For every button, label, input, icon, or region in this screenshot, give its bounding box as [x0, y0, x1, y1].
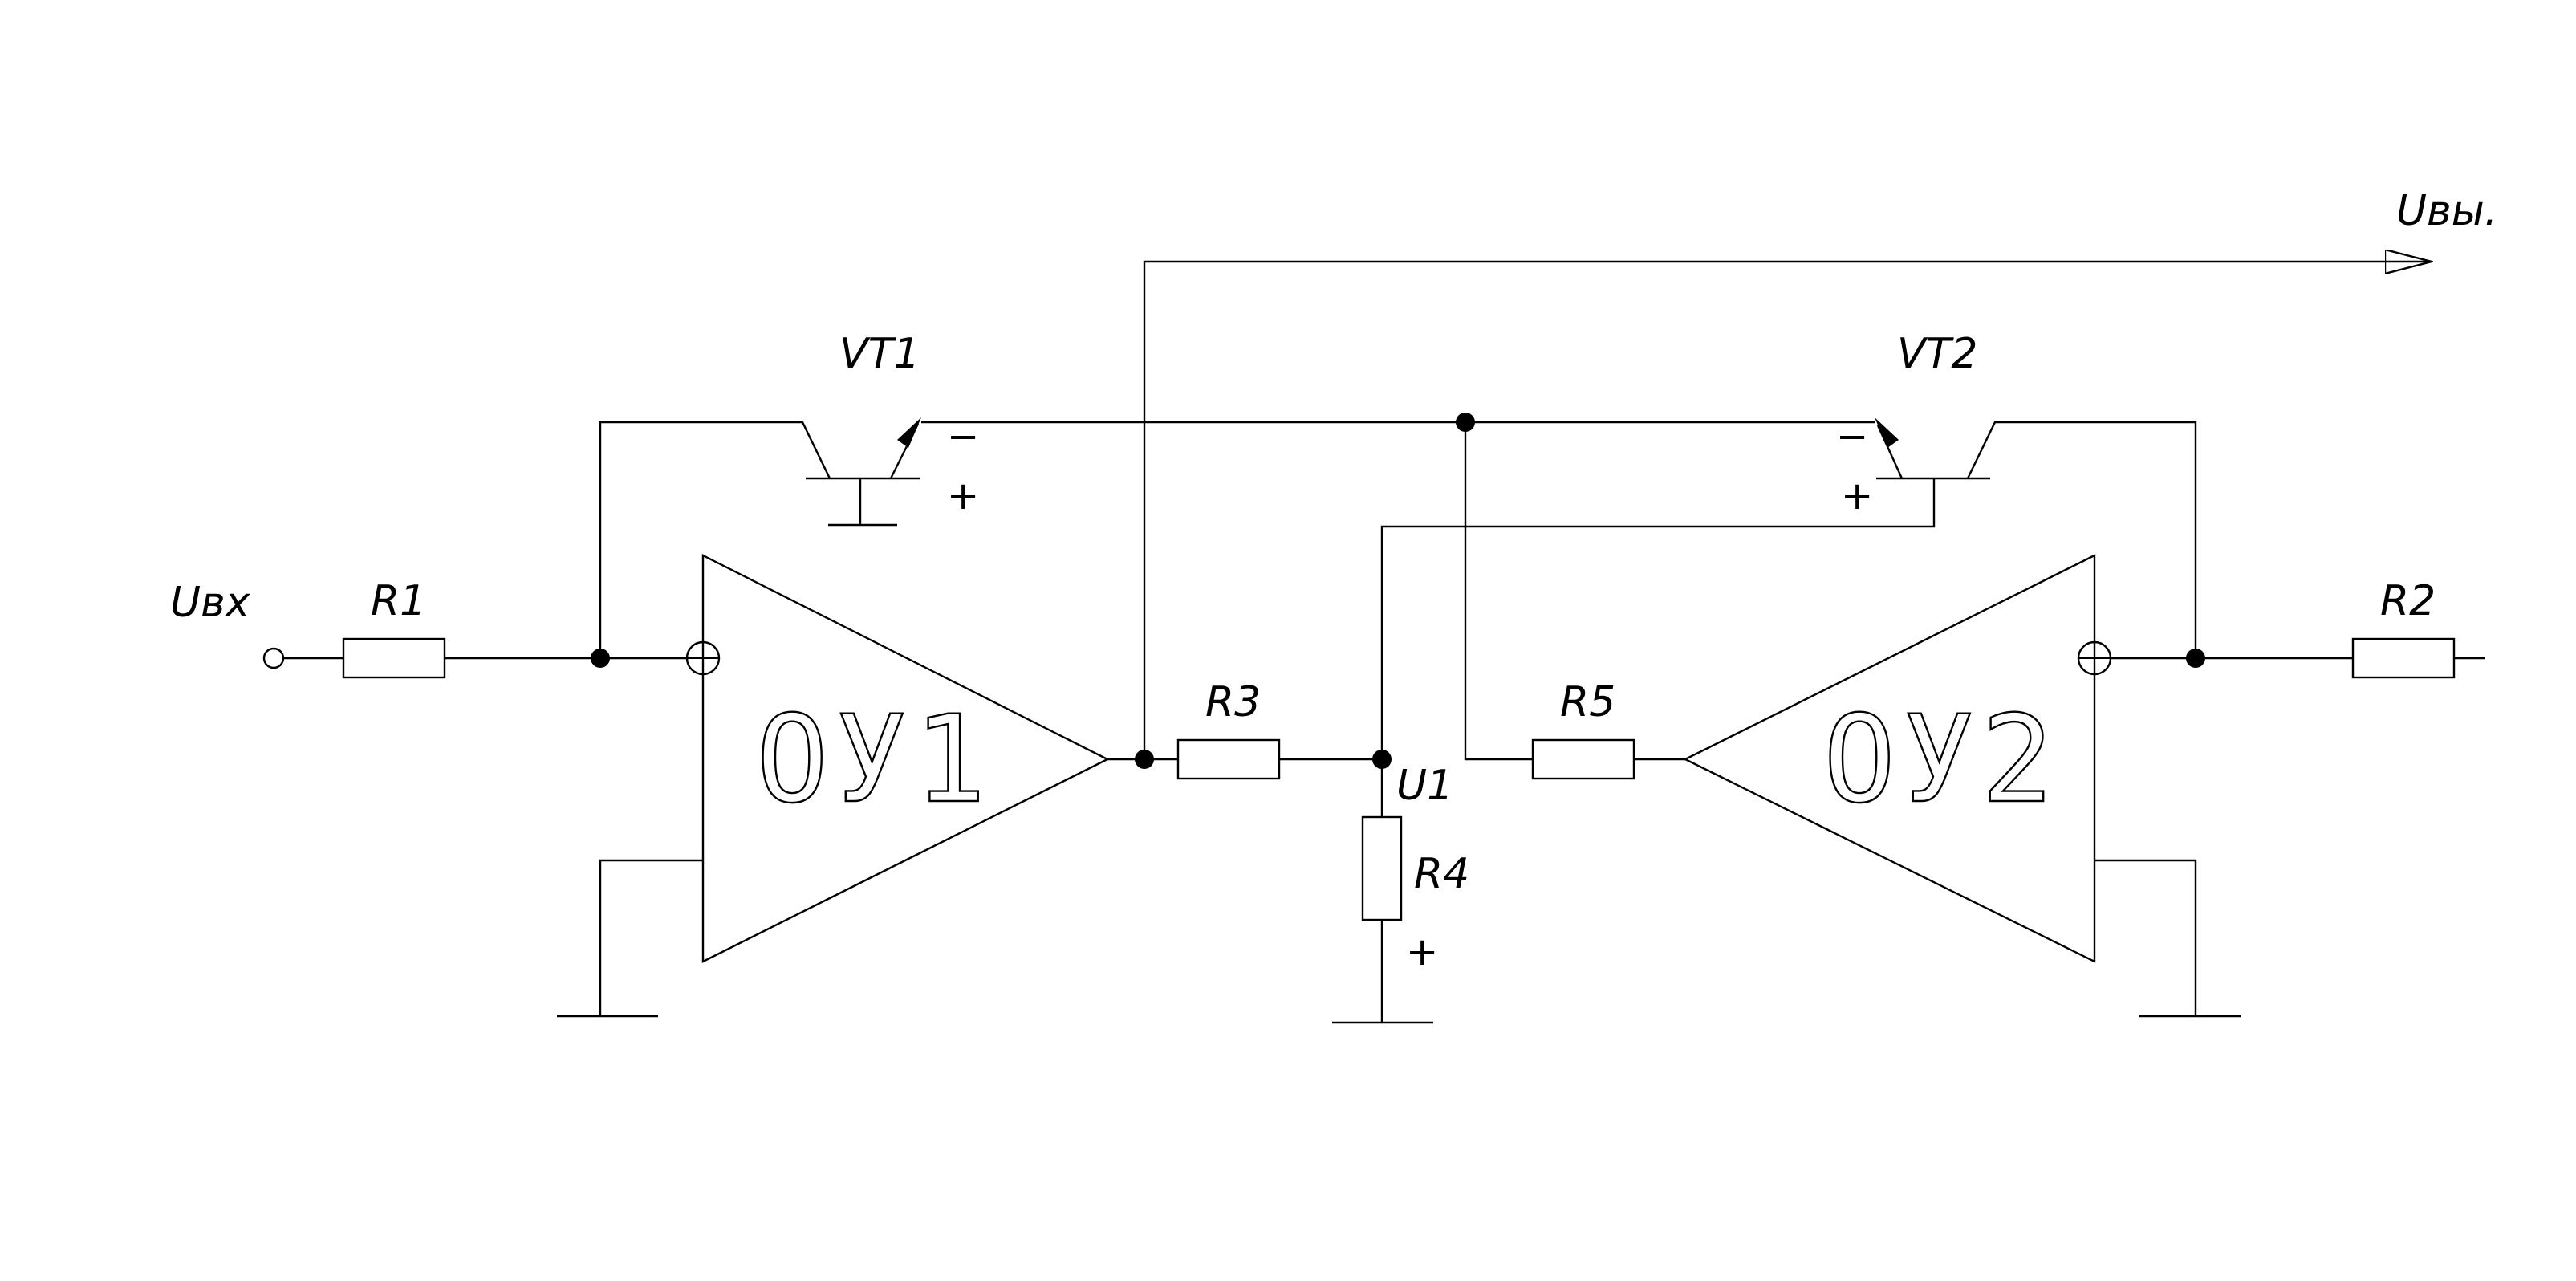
r4-label: R4 [1414, 850, 1469, 898]
vt2-label: VT2 [1897, 330, 1977, 378]
r2-label: R2 [2380, 577, 2436, 625]
junction-opamp1-output [1135, 750, 1154, 769]
wire-vt2-collector [1966, 421, 2197, 658]
wire-vt1-collector [599, 421, 831, 658]
vt2-plus: + [1841, 474, 1873, 518]
r1-label: R1 [371, 577, 426, 625]
output-label: Uвы. [2396, 187, 2497, 235]
opamp2-label: ОУ2 [1823, 690, 2060, 830]
resistor-r2 [2351, 637, 2456, 679]
input-terminal [262, 647, 285, 669]
transistor-vt1 [806, 417, 921, 527]
vt2-minus: − [1836, 414, 1868, 459]
resistor-r1 [342, 637, 446, 679]
wire-emitters-to-r5 [1464, 422, 1533, 761]
r5-label: R5 [1560, 678, 1615, 726]
wire-u1-vt2-base [1380, 478, 1936, 759]
opamp-1 [685, 554, 1110, 963]
wire-output [1143, 262, 2432, 759]
resistor-r3 [1176, 738, 1281, 780]
wire-opamp1-ground [599, 859, 703, 1016]
r4-plus: + [1406, 929, 1438, 974]
wire-opamp2-ground [2095, 859, 2197, 1016]
vt1-plus: + [947, 474, 979, 518]
u1-label: U1 [1396, 762, 1453, 810]
vt1-minus: − [947, 414, 979, 459]
resistor-r5 [1531, 738, 1635, 780]
opamp1-label: ОУ1 [756, 690, 993, 830]
vt1-label: VT1 [839, 330, 920, 378]
input-label: Uвх [170, 579, 251, 627]
transistor-vt2 [1875, 417, 1990, 480]
resistor-r4 [1361, 815, 1403, 921]
r3-label: R3 [1205, 678, 1261, 726]
